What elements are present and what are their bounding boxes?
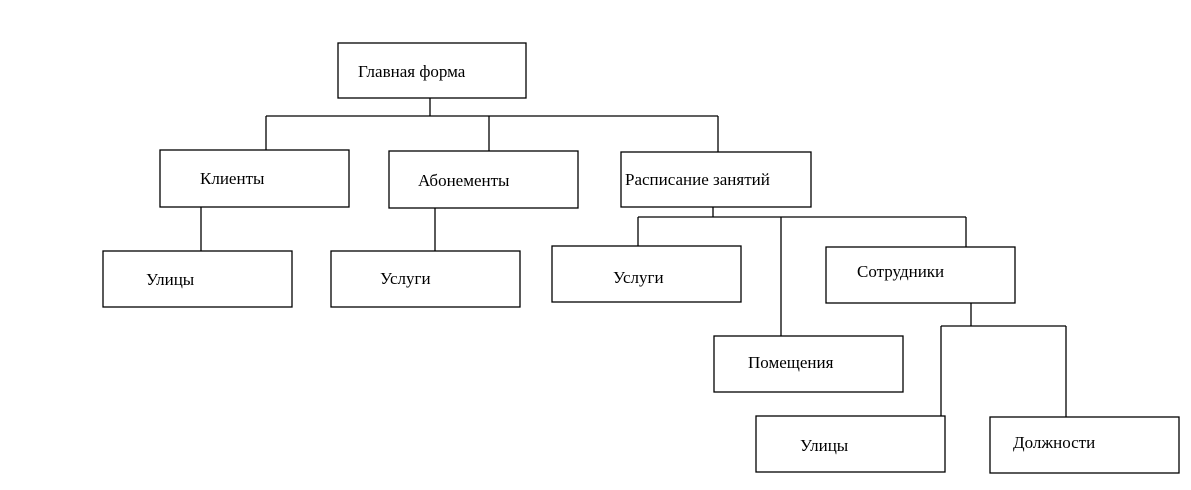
node-clients: Клиенты bbox=[159, 149, 350, 208]
node-main-form: Главная форма bbox=[337, 42, 527, 99]
node-subscriptions: Абонементы bbox=[388, 150, 579, 209]
node-clients-label: Клиенты bbox=[200, 169, 265, 188]
node-employees: Сотрудники bbox=[825, 246, 1016, 304]
node-clients-streets-label: Улицы bbox=[146, 270, 195, 289]
node-employees-streets-label: Улицы bbox=[800, 436, 849, 455]
node-clients-streets: Улицы bbox=[102, 250, 293, 308]
node-main-form-label: Главная форма bbox=[358, 62, 466, 81]
node-subscriptions-services: Услуги bbox=[330, 250, 521, 308]
node-positions-label: Должности bbox=[1013, 433, 1095, 452]
node-subscriptions-services-label: Услуги bbox=[380, 269, 431, 288]
node-positions: Должности bbox=[989, 416, 1180, 474]
node-subscriptions-label: Абонементы bbox=[418, 171, 510, 190]
connector-main-to-level1 bbox=[265, 98, 719, 152]
node-schedule-services-label: Услуги bbox=[613, 268, 664, 287]
connector-schedule-to-children bbox=[637, 207, 967, 336]
node-rooms: Помещения bbox=[713, 335, 904, 393]
node-schedule-label: Расписание занятий bbox=[625, 170, 770, 189]
node-schedule: Расписание занятий bbox=[620, 151, 812, 208]
node-rooms-label: Помещения bbox=[748, 353, 834, 372]
node-schedule-services: Услуги bbox=[551, 245, 742, 303]
connector-employees-to-children bbox=[940, 303, 1067, 417]
node-employees-label: Сотрудники bbox=[857, 262, 944, 281]
node-employees-streets: Улицы bbox=[755, 415, 946, 473]
